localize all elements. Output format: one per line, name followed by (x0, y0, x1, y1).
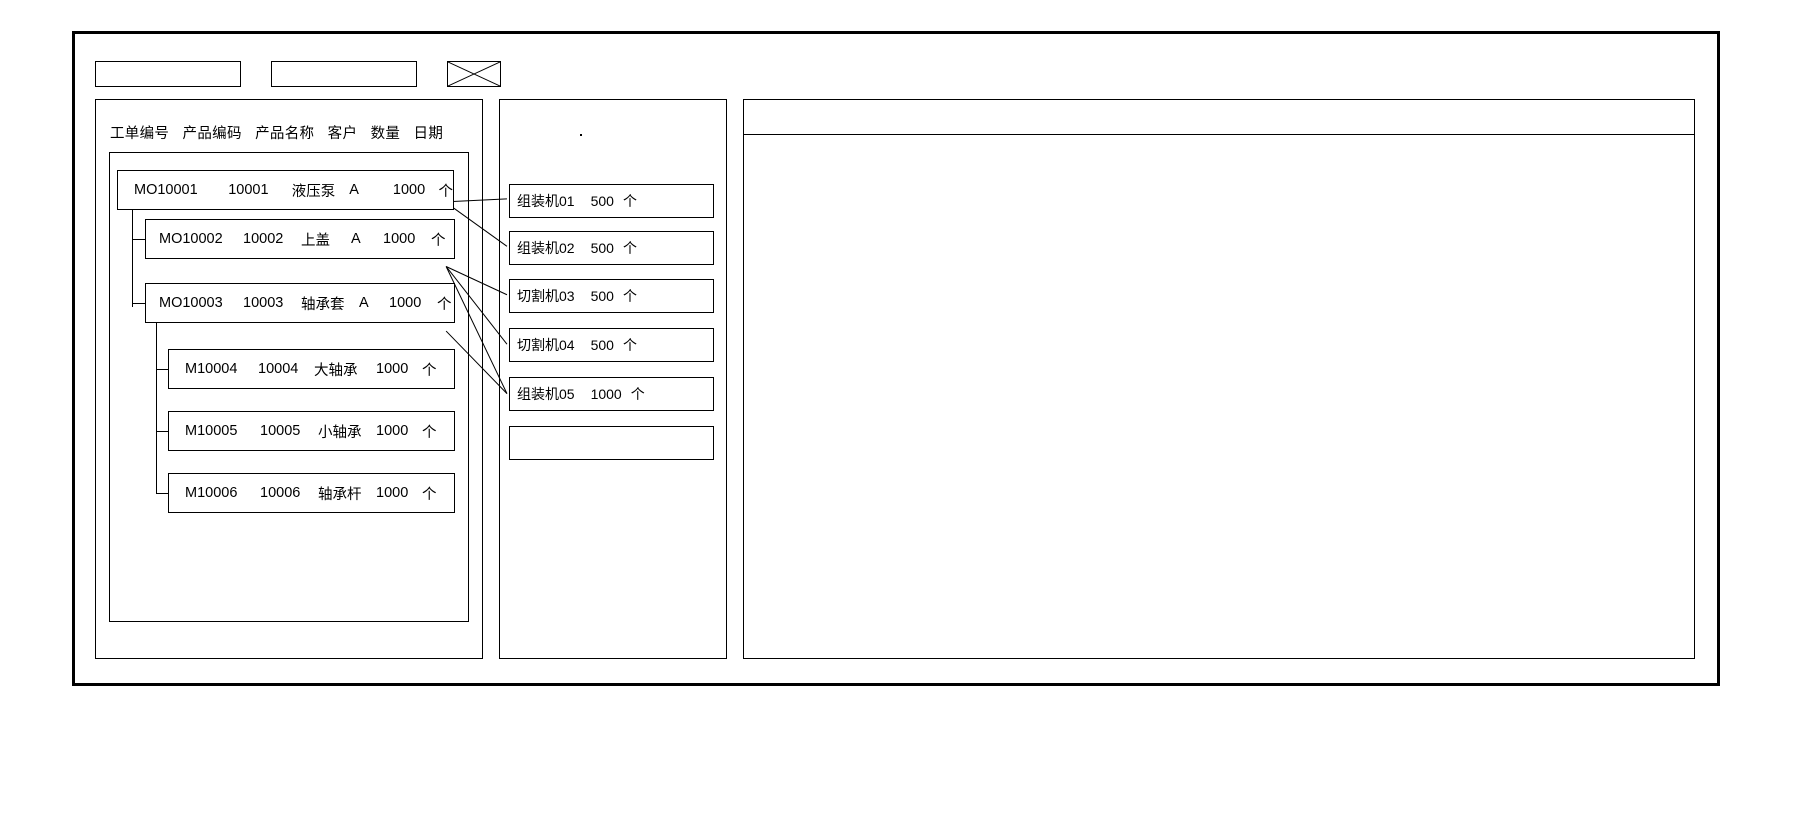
machine-name: 切割机04 (517, 337, 575, 353)
table-row[interactable]: MO10002 10002 上盖 A 1000 个 (145, 219, 455, 259)
cell-product-code: 10001 (228, 182, 269, 198)
cell-customer: A (359, 295, 369, 311)
machine-qty: 500 (590, 337, 614, 353)
machine-name: 组装机05 (517, 386, 575, 402)
cell-qty: 1000 (376, 485, 409, 501)
cell-product-code: 10006 (260, 485, 301, 501)
toolbar-field-2[interactable] (271, 61, 417, 87)
cell-unit: 个 (431, 232, 446, 249)
machine-name: 组装机01 (517, 193, 575, 209)
list-item[interactable]: 切割机04 500 个 (509, 328, 714, 362)
crossed-box-image-placeholder-icon[interactable] (447, 61, 501, 87)
cross-lines-icon (448, 62, 500, 86)
panel-marker-dot (580, 134, 582, 136)
machine-unit: 个 (622, 288, 637, 304)
cell-qty: 1000 (376, 361, 409, 377)
bom-tree-container: MO10001 10001 液压泵 A 1000 个 MO10002 10002… (109, 152, 469, 622)
machine-panel: 组装机01 500 个 组装机02 500 个 切割机03 500 个 切割机0… (499, 99, 727, 659)
machine-unit: 个 (622, 193, 637, 209)
table-row[interactable]: M10004 10004 大轴承 1000 个 (168, 349, 455, 389)
cell-qty: 1000 (376, 423, 409, 439)
cell-qty: 1000 (389, 295, 422, 311)
table-row[interactable]: MO10001 10001 液压泵 A 1000 个 (117, 170, 454, 210)
tree-trunk-level1 (132, 210, 133, 307)
machine-qty: 500 (590, 193, 614, 209)
cell-order-no: MO10001 (134, 182, 198, 198)
cell-product-name: 轴承套 (301, 296, 345, 313)
tree-trunk-level2 (156, 323, 157, 493)
cell-customer: A (349, 182, 359, 198)
cell-product-name: 上盖 (301, 232, 330, 249)
work-order-column-headers: 工单编号 产品编码 产品名称 客户 数量 日期 (110, 122, 443, 143)
cell-product-name: 液压泵 (291, 183, 336, 200)
cell-product-code: 10003 (243, 295, 284, 311)
cell-unit: 个 (437, 296, 452, 313)
cell-order-no: M10004 (185, 361, 238, 377)
list-item-empty[interactable] (509, 426, 714, 460)
cell-unit: 个 (422, 424, 437, 441)
column-header-order-no: 工单编号 (110, 126, 170, 142)
cell-unit: 个 (422, 362, 437, 379)
cell-order-no: MO10002 (159, 231, 223, 247)
column-header-qty: 数量 (370, 126, 401, 142)
column-header-product-code: 产品编码 (182, 126, 242, 142)
work-order-panel: 工单编号 产品编码 产品名称 客户 数量 日期 (95, 99, 483, 659)
cell-product-code: 10004 (258, 361, 299, 377)
cell-customer: A (351, 231, 361, 247)
detail-panel-header-divider (744, 134, 1694, 135)
toolbar (95, 61, 501, 87)
tree-elbow-mo10003 (132, 303, 145, 304)
table-row[interactable]: M10006 10006 轴承杆 1000 个 (168, 473, 455, 513)
machine-name: 组装机02 (517, 240, 575, 256)
detail-panel (743, 99, 1695, 659)
machine-unit: 个 (622, 240, 637, 256)
tree-elbow-m10005 (156, 431, 168, 432)
cell-product-code: 10002 (243, 231, 284, 247)
column-header-date: 日期 (413, 126, 444, 142)
cell-order-no: M10006 (185, 485, 238, 501)
cell-product-name: 大轴承 (314, 362, 358, 379)
cell-unit: 个 (438, 183, 454, 200)
machine-unit: 个 (622, 337, 637, 353)
machine-qty: 500 (590, 240, 614, 256)
column-header-product-name: 产品名称 (255, 126, 315, 142)
cell-order-no: M10005 (185, 423, 238, 439)
panels-container: 工单编号 产品编码 产品名称 客户 数量 日期 (95, 99, 1695, 664)
application-window: 工单编号 产品编码 产品名称 客户 数量 日期 (72, 31, 1720, 686)
cell-qty: 1000 (392, 182, 426, 198)
machine-name: 切割机03 (517, 288, 575, 304)
machine-qty: 1000 (590, 386, 622, 402)
cell-product-name: 小轴承 (318, 424, 362, 441)
cell-order-no: MO10003 (159, 295, 223, 311)
column-header-customer: 客户 (327, 126, 358, 142)
table-row[interactable]: MO10003 10003 轴承套 A 1000 个 (145, 283, 455, 323)
list-item[interactable]: 组装机05 1000 个 (509, 377, 714, 411)
cell-unit: 个 (422, 486, 437, 503)
tree-elbow-mo10002 (132, 239, 145, 240)
table-row[interactable]: M10005 10005 小轴承 1000 个 (168, 411, 455, 451)
list-item[interactable]: 组装机02 500 个 (509, 231, 714, 265)
cell-product-name: 轴承杆 (318, 486, 362, 503)
machine-unit: 个 (630, 386, 645, 402)
tree-elbow-m10004 (156, 369, 168, 370)
cell-qty: 1000 (383, 231, 416, 247)
list-item[interactable]: 组装机01 500 个 (509, 184, 714, 218)
tree-elbow-m10006 (156, 493, 168, 494)
machine-qty: 500 (590, 288, 614, 304)
cell-product-code: 10005 (260, 423, 301, 439)
list-item[interactable]: 切割机03 500 个 (509, 279, 714, 313)
toolbar-field-1[interactable] (95, 61, 241, 87)
